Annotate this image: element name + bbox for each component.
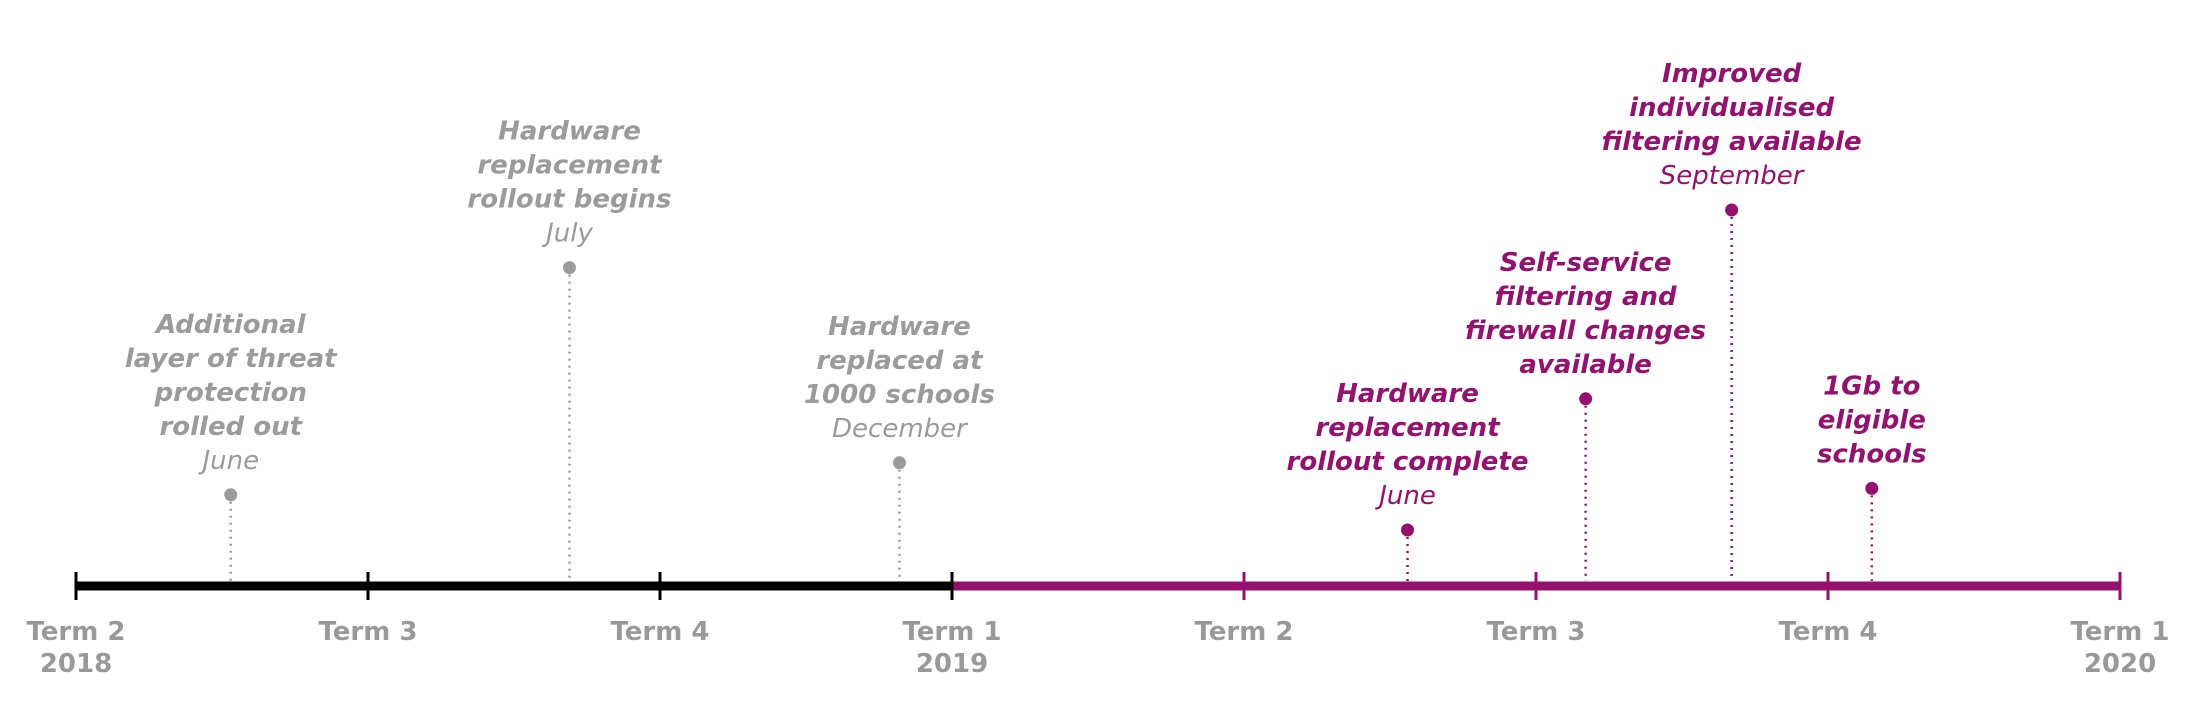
event-title-line: Improved [1662, 59, 1802, 89]
event-title-line: replaced at [816, 346, 984, 376]
event-title-line: rollout begins [467, 185, 671, 215]
event-title-line: Hardware [1336, 379, 1479, 409]
event-title-line: 1Gb to [1823, 371, 1920, 401]
tick-label-year: 2019 [916, 649, 988, 679]
event-title-line: Additional [154, 310, 307, 340]
event-title-line: available [1519, 350, 1652, 380]
event-dot [1579, 392, 1593, 406]
tick-label-year: 2020 [2084, 649, 2156, 679]
tick-label-term: Term 3 [1487, 617, 1586, 647]
event-date: July [541, 219, 593, 249]
timeline-event: Improved individualised filtering availabl… [1602, 59, 1862, 581]
event-title-line: rolled out [159, 412, 303, 442]
event-date: June [1374, 481, 1436, 511]
tick-label-term: Term 4 [1779, 617, 1878, 647]
event-dot [562, 261, 576, 275]
tick-label-term: Term 2 [27, 617, 126, 647]
event-date: September [1660, 161, 1806, 191]
tick-label-term: Term 1 [2071, 617, 2170, 647]
event-dot [892, 456, 906, 470]
tick-label-term: Term 1 [903, 617, 1002, 647]
event-title-line: Hardware [828, 312, 971, 342]
tick-label-term: Term 4 [611, 617, 710, 647]
event-title-line: replacement [477, 151, 663, 181]
tick-label-year: 2018 [40, 649, 112, 679]
event-title-line: filtering available [1602, 127, 1862, 157]
event-title-line: schools [1817, 439, 1927, 469]
event-dot [1725, 203, 1739, 217]
event-date: June [197, 446, 259, 476]
event-title-line: 1000 schools [804, 380, 995, 410]
event-title-line: replacement [1315, 413, 1501, 443]
tick-label-term: Term 2 [1195, 617, 1294, 647]
event-title-line: protection [154, 378, 307, 408]
timeline-event: Self-service filtering and firewall change… [1465, 248, 1706, 581]
event-title-line: eligible [1818, 405, 1926, 435]
event-title-line: Hardware [498, 117, 641, 147]
event-title-line: Self-service [1500, 248, 1672, 278]
timeline-events: Additional layer of threat protection rolle… [125, 59, 1927, 581]
event-date: December [832, 414, 969, 444]
event-dot [1865, 481, 1879, 495]
event-title-line: layer of threat [125, 344, 338, 374]
event-title-line: filtering and [1495, 282, 1677, 312]
timeline-event: Additional layer of threat protection rolle… [125, 310, 338, 581]
event-title-line: firewall changes [1465, 316, 1706, 346]
event-dot [224, 488, 238, 502]
event-title-line: rollout complete [1287, 447, 1529, 477]
timeline-event: 1Gb to eligible schools [1817, 371, 1927, 581]
event-dot [1401, 523, 1415, 537]
tick-label-term: Term 3 [319, 617, 418, 647]
event-title-line: individualised [1629, 93, 1834, 123]
